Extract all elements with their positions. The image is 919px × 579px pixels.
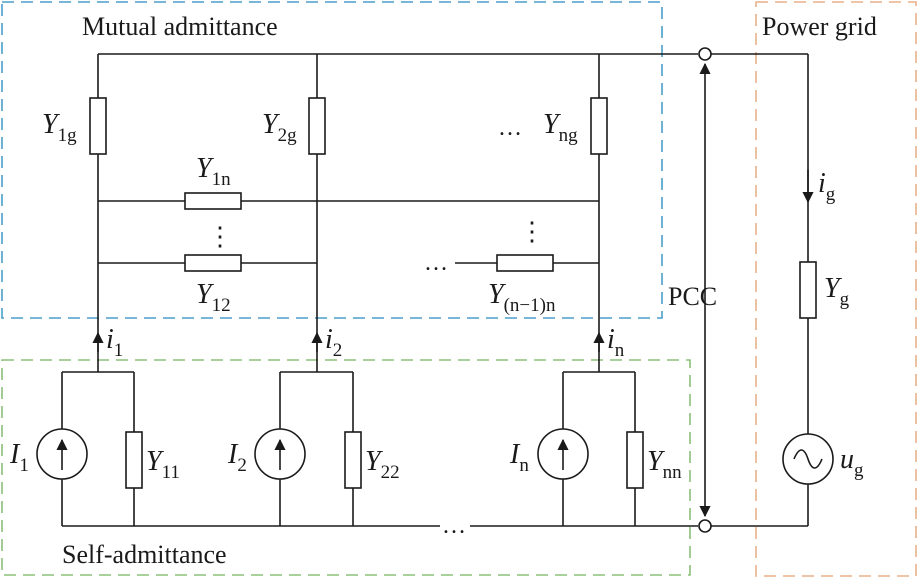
label-y1g: Y1g	[42, 109, 77, 146]
pcc-node-top	[698, 47, 712, 61]
admittance-nn	[626, 431, 644, 489]
vdots-right: ⋮	[519, 217, 545, 246]
label-y11: Y11	[146, 446, 180, 483]
pcc-node-bottom	[698, 519, 712, 533]
self-admittance-region	[1, 359, 691, 576]
admittance-2g	[308, 97, 326, 155]
power-grid-title: Power grid	[762, 12, 877, 41]
pcc-label: PCC	[668, 282, 717, 311]
label-I1: I1	[9, 439, 29, 476]
admittance-g	[799, 261, 817, 319]
label-y22: Y22	[365, 446, 400, 483]
admittance-n-1-n	[496, 254, 554, 272]
ellipsis-mutual-row: …	[424, 250, 448, 276]
label-i2: i2	[325, 324, 342, 361]
label-y2g: Y2g	[262, 109, 297, 146]
self-admittance-title: Self-admittance	[62, 540, 227, 569]
label-y1n: Y1n	[196, 153, 231, 190]
label-y12: Y12	[196, 279, 231, 316]
label-ig: ig	[818, 168, 836, 205]
mutual-admittance-region	[1, 1, 663, 319]
label-in: in	[607, 324, 625, 361]
mutual-admittance-title: Mutual admittance	[82, 12, 278, 41]
admittance-ng	[590, 97, 608, 155]
admittance-1g	[89, 97, 107, 155]
label-ynn: Ynn	[647, 446, 682, 483]
vdots-left: ⋮	[207, 222, 233, 251]
admittance-12	[184, 254, 242, 272]
power-grid-region	[755, 1, 917, 577]
label-yg: Yg	[824, 273, 850, 310]
ellipsis-bottom: …	[442, 513, 466, 539]
label-yng: Yng	[543, 109, 578, 146]
admittance-22	[344, 431, 362, 489]
label-I2: I2	[227, 439, 247, 476]
label-ug: ug	[840, 444, 864, 481]
sine-wave-icon	[793, 449, 823, 469]
label-In: In	[509, 439, 529, 476]
ellipsis-mutual-top: …	[498, 115, 522, 141]
admittance-11	[125, 431, 143, 489]
label-yn1n: Y(n−1)n	[488, 279, 556, 316]
label-i1: i1	[106, 324, 123, 361]
admittance-1n	[184, 192, 242, 210]
